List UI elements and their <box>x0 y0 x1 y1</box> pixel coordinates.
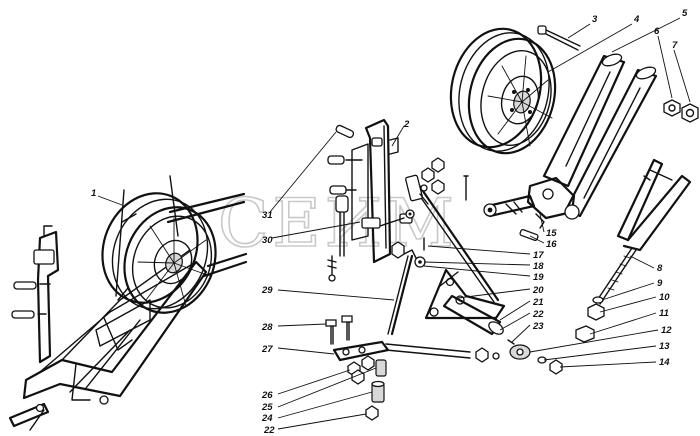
callout-28: 28 <box>261 322 273 333</box>
callout-16: 16 <box>546 239 557 250</box>
callout-6: 6 <box>654 26 660 37</box>
top-pulley <box>449 27 557 155</box>
callout-10: 10 <box>659 292 670 303</box>
leader-lines <box>97 17 691 430</box>
callout-9: 9 <box>657 278 663 289</box>
callout-21: 21 <box>532 297 544 308</box>
callout-12: 12 <box>661 325 672 336</box>
left-pulley <box>101 192 217 314</box>
callout-4: 4 <box>633 14 640 25</box>
callout-8: 8 <box>657 263 663 274</box>
callout-14: 14 <box>659 357 670 368</box>
nut-22-bottom <box>365 405 379 421</box>
pin-15 <box>535 213 545 229</box>
rod-29 <box>387 249 417 336</box>
rod-nuts <box>420 157 469 201</box>
callout-30: 30 <box>262 235 273 246</box>
callout-27: 27 <box>261 344 273 355</box>
bushing-25 <box>375 359 387 377</box>
link-27 <box>332 340 471 362</box>
callout-17: 17 <box>533 250 544 261</box>
left-bolts <box>11 281 51 319</box>
pulley-arms <box>483 53 658 220</box>
nut-6 <box>663 99 681 117</box>
nuts-26 <box>347 355 375 385</box>
tension-rod <box>405 174 500 303</box>
nut-7 <box>681 103 699 123</box>
callout-3: 3 <box>592 14 598 25</box>
callout-15: 15 <box>546 228 557 239</box>
callout-22: 22 <box>532 309 544 320</box>
callout-numbers: 1 2 3 4 5 6 7 8 9 10 11 12 13 14 15 16 1… <box>91 8 688 436</box>
callout-29: 29 <box>261 285 273 296</box>
nut-14 <box>549 359 563 375</box>
callout-31: 31 <box>262 210 273 221</box>
callout-2: 2 <box>403 119 410 130</box>
callout-11: 11 <box>659 308 669 319</box>
callout-22-bottom: 22 <box>263 425 275 436</box>
callout-24: 24 <box>261 413 273 424</box>
callout-18: 18 <box>533 261 544 272</box>
bushing-24 <box>371 380 385 403</box>
callout-19: 19 <box>533 272 544 283</box>
nuts-on-link <box>475 347 500 363</box>
left-frame-assembly <box>8 175 248 431</box>
callout-5: 5 <box>682 8 688 19</box>
nut-11 <box>575 325 595 343</box>
callout-7: 7 <box>672 40 678 51</box>
tensioner-bracket <box>595 158 692 305</box>
spring-rod-assembly <box>327 195 349 282</box>
callout-13: 13 <box>659 341 670 352</box>
bolt-31 <box>327 124 363 195</box>
callout-1: 1 <box>91 188 96 199</box>
bolts-28 <box>325 315 353 345</box>
callout-23: 23 <box>532 321 544 332</box>
sleeve-21 <box>442 294 504 336</box>
bolt-3 <box>537 25 581 51</box>
centre-upright <box>351 118 413 264</box>
callout-26: 26 <box>261 390 273 401</box>
callout-25: 25 <box>261 402 273 413</box>
nut-10 <box>587 303 605 321</box>
disc-23 <box>507 339 531 360</box>
washer-9 <box>592 296 604 304</box>
callout-20: 20 <box>532 285 544 296</box>
